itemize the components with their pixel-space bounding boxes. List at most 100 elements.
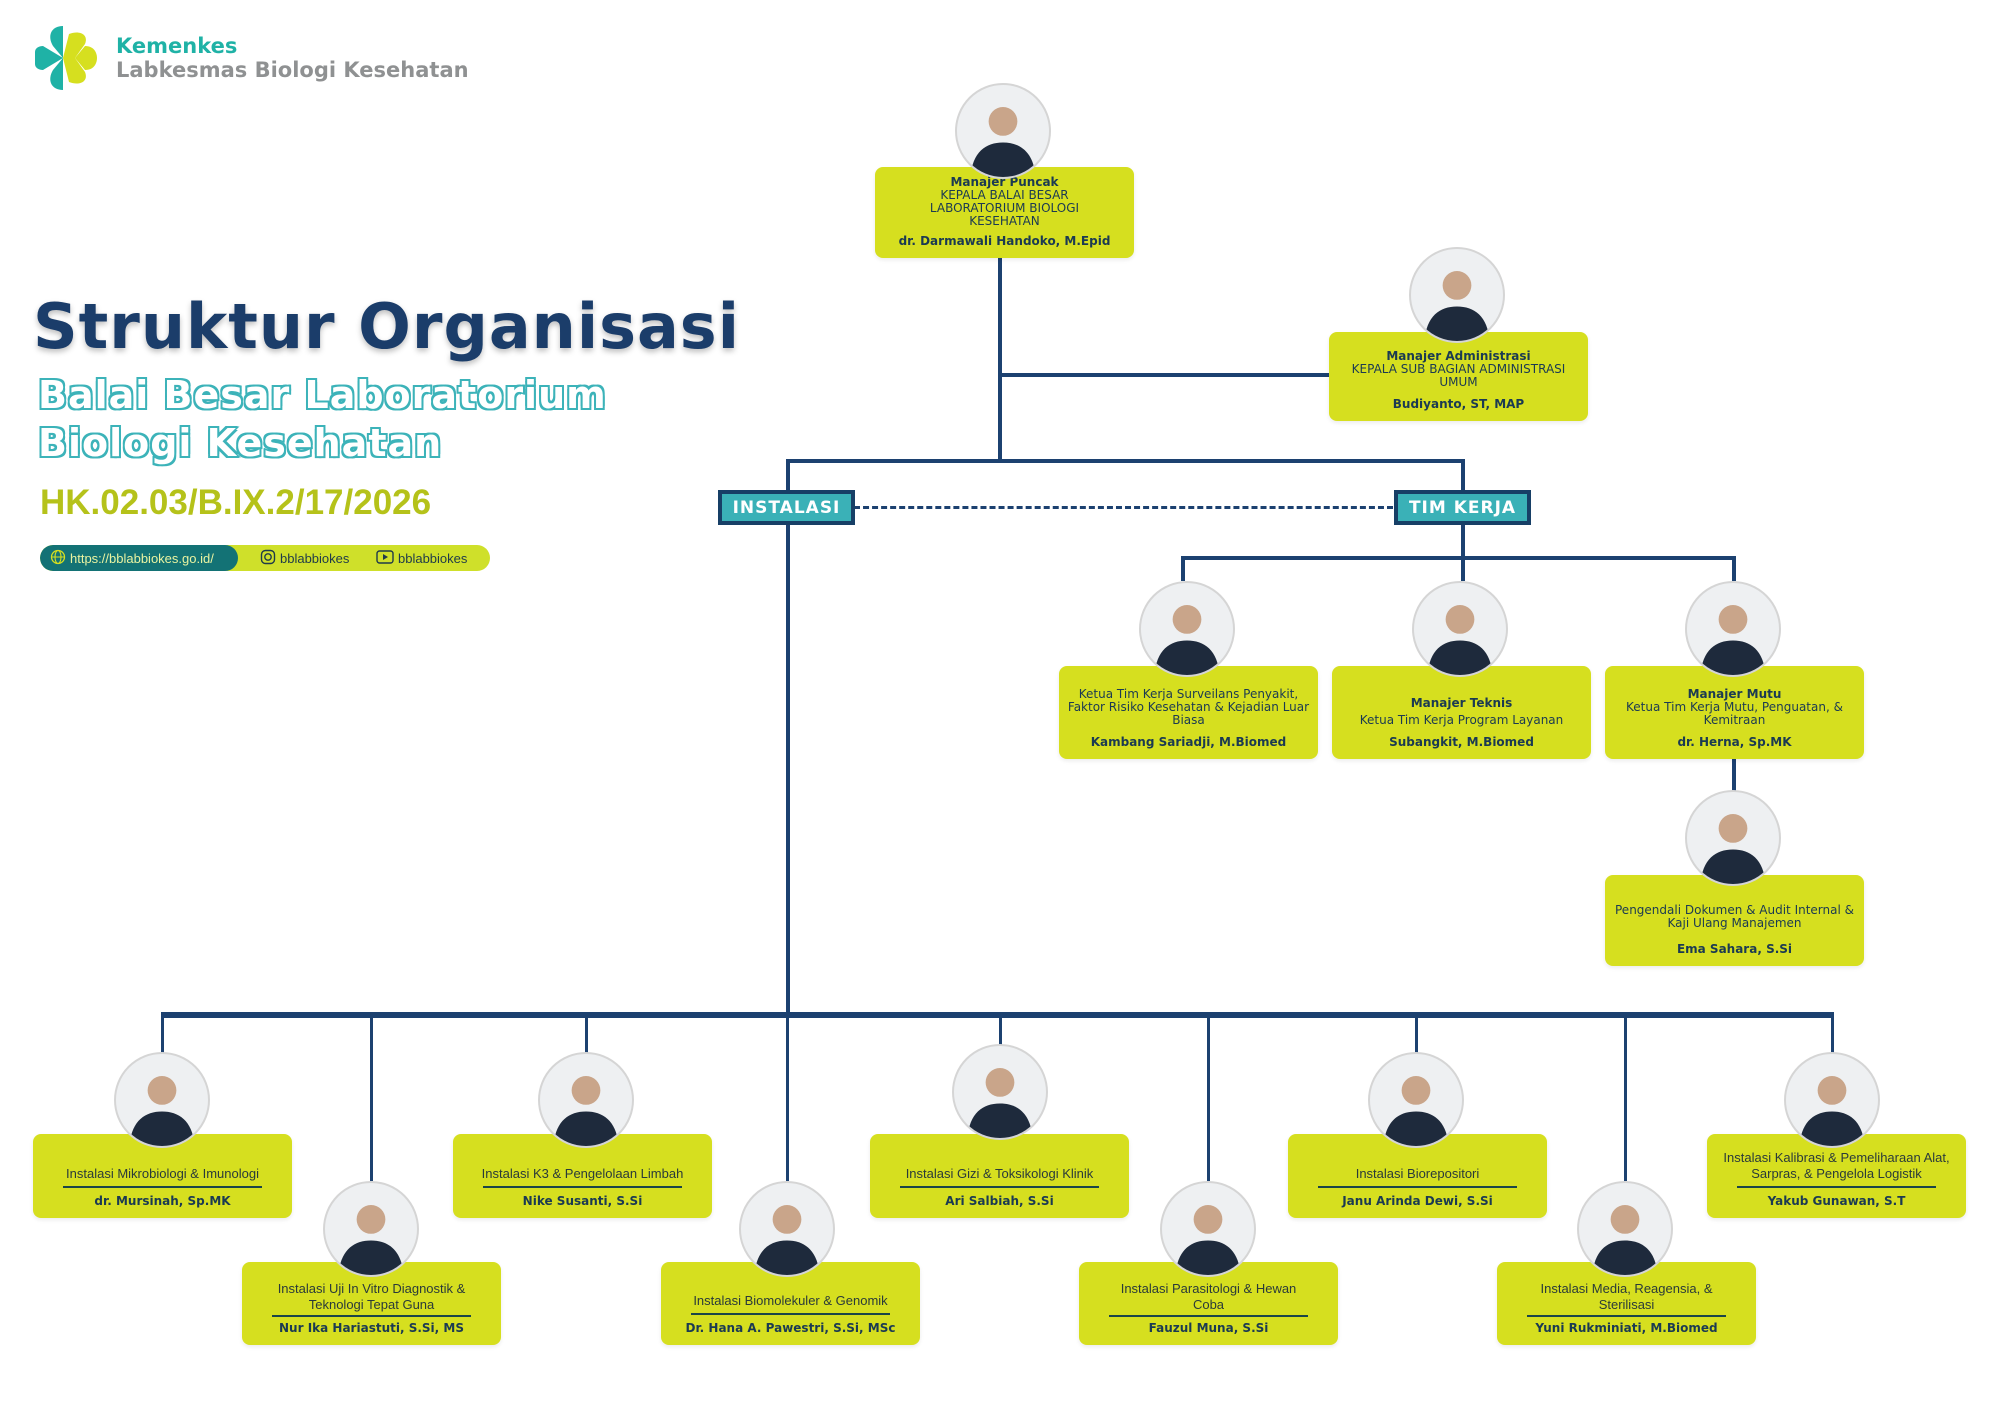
node-person-name: Budiyanto, ST, MAP: [1392, 397, 1525, 411]
person-silhouette-icon: [338, 1205, 404, 1275]
node-person-name: Yuni Rukminiati, M.Biomed: [1535, 1321, 1718, 1335]
category-tim-kerja: TIM KERJA: [1394, 490, 1531, 525]
node-unit: Instalasi Parasitologi & Hewan Coba: [1120, 1281, 1297, 1312]
node-desc: Ketua Tim Kerja Mutu, Penguatan, & Kemit…: [1626, 700, 1843, 727]
youtube-handle: bblabbiokes: [398, 550, 468, 566]
node-tim-kerja: Ketua Tim Kerja Surveilans Penyakit, Fak…: [1059, 666, 1318, 759]
node-manajer-teknis: Manajer Teknis Ketua Tim Kerja Program L…: [1332, 666, 1591, 759]
node-person-name: Dr. Hana A. Pawestri, S.Si, MSc: [685, 1321, 896, 1335]
connector-line: [1831, 1014, 1834, 1054]
connector-line: [161, 1014, 164, 1054]
subtitle-line-2: Biologi Kesehatan: [36, 420, 443, 467]
divider: [690, 1313, 891, 1315]
node-unit: Instalasi Gizi & Toksikologi Klinik: [905, 1166, 1094, 1181]
avatar: [1139, 581, 1235, 677]
connector-line: [1461, 459, 1465, 490]
node-desc: Pengendali Dokumen & Audit Internal & Ka…: [1615, 903, 1854, 930]
avatar: [1784, 1052, 1880, 1148]
instagram-icon: [260, 549, 276, 568]
node-manajer-administrasi: Manajer Administrasi KEPALA SUB BAGIAN A…: [1329, 332, 1588, 421]
contact-bar: https://bblabbiokes.go.id/ bblabbiokes b…: [40, 545, 490, 571]
node-instalasi: Instalasi K3 & Pengelolaan Limbah Nike S…: [453, 1134, 712, 1218]
node-role: Manajer Puncak: [950, 175, 1059, 189]
avatar: [1409, 247, 1505, 343]
connector-line: [786, 459, 1465, 463]
avatar: [1160, 1181, 1256, 1277]
instagram-link[interactable]: bblabbiokes: [260, 545, 349, 571]
node-pengendali-dokumen: Pengendali Dokumen & Audit Internal & Ka…: [1605, 875, 1864, 966]
website-url: https://bblabbiokes.go.id/: [70, 550, 214, 566]
avatar: [1685, 581, 1781, 677]
avatar: [1368, 1052, 1464, 1148]
subtitle-line-1: Balai Besar Laboratorium: [37, 372, 608, 419]
person-silhouette-icon: [1427, 605, 1493, 675]
connector-line: [585, 1014, 588, 1054]
person-silhouette-icon: [754, 1205, 820, 1275]
node-person-name: Ema Sahara, S.Si: [1676, 942, 1793, 956]
decree-number: HK.02.03/B.IX.2/17/2026: [40, 483, 432, 522]
connector-line: [370, 1014, 373, 1181]
person-silhouette-icon: [129, 1076, 195, 1146]
avatar: [323, 1181, 419, 1277]
node-person-name: dr. Darmawali Handoko, M.Epid: [898, 234, 1111, 248]
website-link[interactable]: https://bblabbiokes.go.id/: [40, 545, 238, 571]
person-silhouette-icon: [1383, 1076, 1449, 1146]
connector-line: [786, 459, 790, 490]
node-role: Manajer Mutu: [1687, 687, 1782, 701]
connector-line: [1415, 1014, 1418, 1054]
person-silhouette-icon: [1424, 271, 1490, 341]
node-unit: Instalasi Uji In Vitro Diagnostik & Tekn…: [277, 1281, 466, 1312]
node-unit: Instalasi Mikrobiologi & Imunologi: [66, 1166, 259, 1181]
node-desc: Ketua Tim Kerja Surveilans Penyakit, Fak…: [1067, 687, 1310, 727]
node-unit: Instalasi Biorepositori: [1355, 1166, 1480, 1181]
node-person-name: Yakub Gunawan, S.T: [1767, 1194, 1906, 1208]
connector-line: [1181, 556, 1185, 581]
divider: [1526, 1315, 1727, 1317]
person-silhouette-icon: [1700, 814, 1766, 884]
connector-line: [786, 1014, 789, 1181]
connector-line: [999, 1014, 1002, 1054]
avatar: [1577, 1181, 1673, 1277]
person-silhouette-icon: [967, 1068, 1033, 1138]
connector-line: [1624, 1014, 1627, 1181]
divider: [62, 1186, 263, 1188]
node-role: Manajer Administrasi: [1386, 349, 1531, 363]
node-desc: KEPALA SUB BAGIAN ADMINISTRASI UMUM: [1351, 362, 1566, 389]
node-manajer-mutu: Manajer Mutu Ketua Tim Kerja Mutu, Pengu…: [1605, 666, 1864, 759]
person-silhouette-icon: [553, 1076, 619, 1146]
node-person-name: Janu Arinda Dewi, S.Si: [1342, 1194, 1493, 1208]
node-person-name: dr. Mursinah, Sp.MK: [94, 1194, 231, 1208]
logo-brand: Kemenkes: [116, 34, 238, 58]
node-person-name: Ari Salbiah, S.Si: [945, 1194, 1054, 1208]
instagram-handle: bblabbiokes: [280, 550, 350, 566]
person-silhouette-icon: [1154, 605, 1220, 675]
youtube-link[interactable]: bblabbiokes: [376, 545, 467, 571]
divider: [482, 1186, 683, 1188]
divider: [899, 1186, 1100, 1188]
avatar: [955, 83, 1051, 179]
node-instalasi: Instalasi Gizi & Toksikologi Klinik Ari …: [870, 1134, 1129, 1218]
connector-line: [1207, 1014, 1210, 1181]
person-silhouette-icon: [1700, 605, 1766, 675]
node-manajer-puncak: Manajer Puncak KEPALA BALAI BESAR LABORA…: [875, 167, 1134, 258]
avatar: [952, 1044, 1048, 1140]
node-person-name: Nur Ika Hariastuti, S.Si, MS: [279, 1321, 464, 1335]
connector-line: [1732, 759, 1736, 792]
node-person-name: Nike Susanti, S.Si: [522, 1194, 643, 1208]
divider: [1108, 1315, 1309, 1317]
node-person-name: dr. Herna, Sp.MK: [1677, 735, 1792, 749]
kemenkes-logo-icon: [33, 24, 98, 92]
node-person-name: Subangkit, M.Biomed: [1389, 735, 1534, 749]
person-silhouette-icon: [1799, 1076, 1865, 1146]
person-silhouette-icon: [1175, 1205, 1241, 1275]
avatar: [739, 1181, 835, 1277]
node-unit: Instalasi Biomolekuler & Genomik: [693, 1293, 888, 1308]
avatar: [114, 1052, 210, 1148]
node-desc: KEPALA BALAI BESAR LABORATORIUM BIOLOGI …: [929, 188, 1080, 228]
node-instalasi: Instalasi Mikrobiologi & Imunologi dr. M…: [33, 1134, 292, 1218]
connector-line: [1181, 556, 1736, 560]
person-silhouette-icon: [1592, 1205, 1658, 1275]
node-instalasi: Instalasi Kalibrasi & Pemeliharaan Alat,…: [1707, 1134, 1966, 1218]
youtube-icon: [376, 549, 394, 567]
dashed-connector: [854, 506, 1393, 509]
